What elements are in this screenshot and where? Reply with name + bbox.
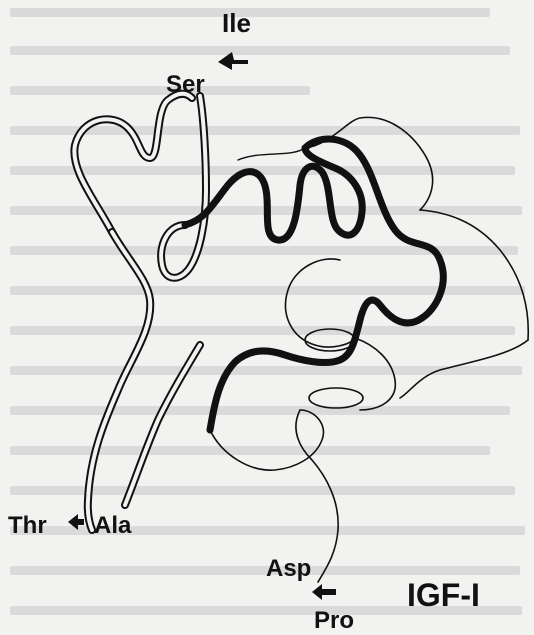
arrow-icon [312,584,336,600]
figure-title: IGF-I [407,577,480,613]
label-ser: Ser [166,71,205,98]
label-ala: Ala [94,512,132,539]
label-asp: Asp [266,555,311,582]
label-ile: Ile [222,8,251,38]
thick-backbone [185,139,443,430]
ribbon-backbone-upper [74,94,206,278]
label-thr: Thr [8,512,47,539]
arrow-icon [218,52,248,70]
label-pro: Pro [314,607,354,634]
arrow-icon [68,514,84,530]
